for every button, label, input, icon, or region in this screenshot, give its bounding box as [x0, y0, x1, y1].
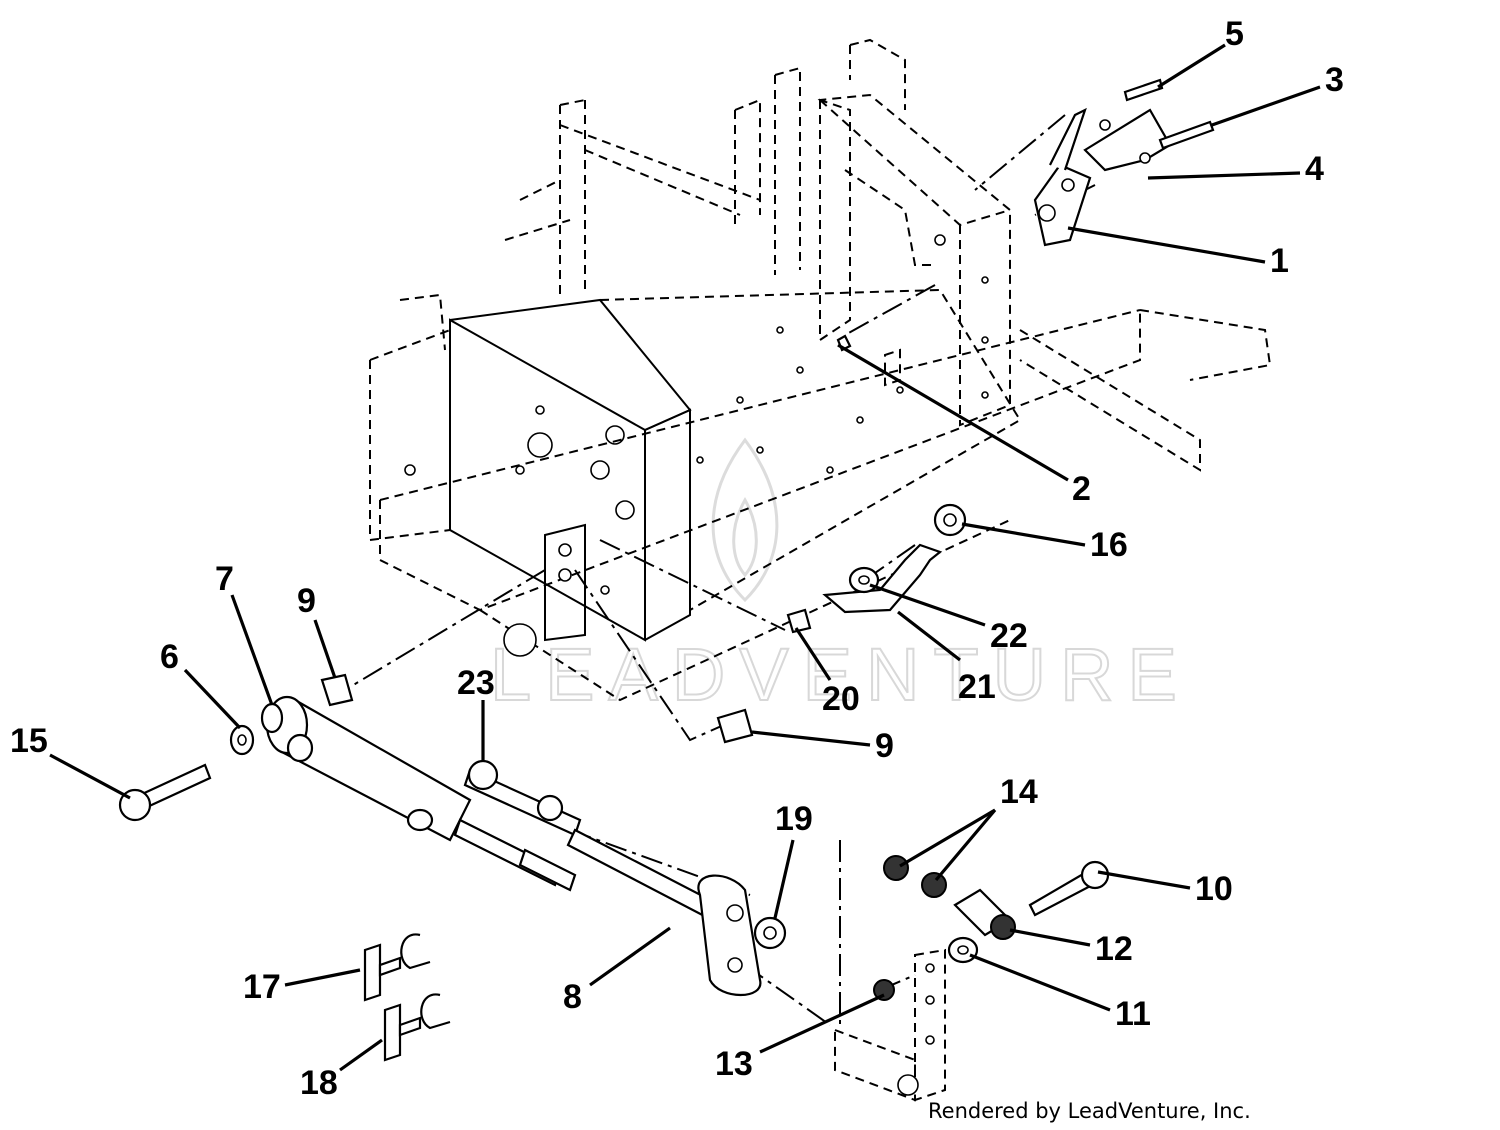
callout-6: 6 [160, 638, 179, 676]
callout-20: 20 [822, 680, 860, 718]
part-bolt-3 [1158, 120, 1215, 150]
part-valve [1033, 107, 1092, 247]
callout-10: 10 [1195, 870, 1233, 908]
part-bushing-22 [848, 566, 880, 594]
callout-1: 1 [1270, 242, 1289, 280]
watermark: LEADVENTURE [489, 437, 1191, 717]
part-spacer-9b [716, 708, 754, 744]
part-18 [383, 993, 451, 1062]
callout-21: 21 [958, 668, 996, 706]
part-nut-19 [753, 916, 787, 950]
part-cylinder [265, 695, 577, 892]
leader-lines [49, 43, 1321, 1072]
callout-12: 12 [1095, 930, 1133, 968]
callout-4: 4 [1305, 150, 1324, 188]
part-bolt-5 [1123, 78, 1164, 102]
part-nuts-14 [883, 855, 947, 898]
part-clip-20 [786, 608, 812, 634]
callout-15: 15 [10, 722, 48, 760]
callout-14: 14 [1000, 773, 1038, 811]
part-washer-11 [947, 936, 979, 964]
callout-19: 19 [775, 800, 813, 838]
callout-5: 5 [1225, 15, 1244, 53]
callout-7: 7 [215, 560, 234, 598]
part-rod-end-12 [953, 888, 1016, 940]
part-lever-plate [834, 948, 946, 1102]
callout-13: 13 [715, 1045, 753, 1083]
part-washer-6 [229, 724, 255, 756]
callout-3: 3 [1325, 61, 1344, 99]
callout-23: 23 [457, 664, 495, 702]
part-arm-21 [822, 543, 943, 614]
pivot-bracket [544, 523, 586, 642]
callout-18: 18 [300, 1064, 338, 1102]
part-bolt-15 [118, 763, 212, 822]
callout-9b: 9 [875, 727, 894, 765]
callout-8: 8 [563, 978, 582, 1016]
callout-16: 16 [1090, 526, 1128, 564]
part-spacer-9a [320, 673, 354, 707]
watermark-flame-icon [711, 437, 779, 603]
part-rod-8 [566, 828, 762, 997]
part-bushing-7 [260, 702, 284, 734]
callout-11: 11 [1115, 995, 1151, 1033]
callout-9a: 9 [297, 582, 316, 620]
part-rod-end-23 [463, 759, 582, 837]
callout-22: 22 [990, 617, 1028, 655]
part-nut-13 [873, 979, 895, 1001]
watermark-text: LEADVENTURE [490, 633, 1191, 716]
part-nut-16 [933, 503, 967, 537]
part-17 [363, 933, 431, 1002]
part-bolt-10 [1028, 860, 1110, 917]
callout-2: 2 [1072, 470, 1091, 508]
callout-labels: 1 2 3 4 5 6 7 8 9 9 10 11 12 13 14 15 16… [10, 15, 1344, 1102]
render-credit: Rendered by LeadVenture, Inc. [928, 1099, 1251, 1123]
part-switch-plate [1083, 108, 1172, 172]
callout-17: 17 [243, 968, 281, 1006]
